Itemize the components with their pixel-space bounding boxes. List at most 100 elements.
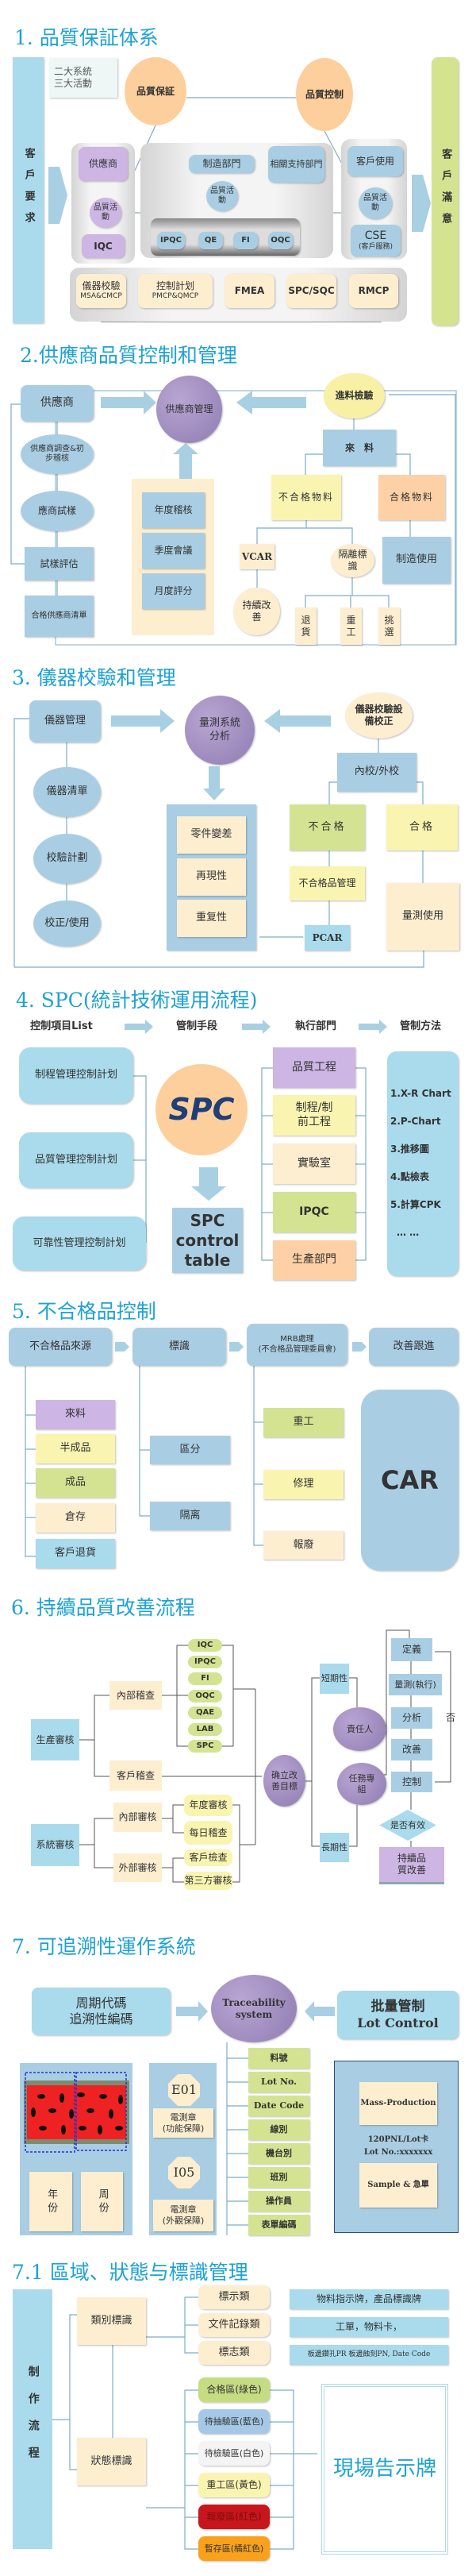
section-4-title: 4. SPC(統計技術運用流程) — [16, 989, 258, 1012]
qc-item: SPC — [188, 1740, 222, 1753]
oqc-box: OQC — [268, 232, 293, 249]
annual-audit-box: 年度稽核 — [142, 492, 205, 528]
tool-box: RMCP — [349, 274, 398, 308]
support-dept-box: 相關支持部門 — [268, 146, 324, 183]
i05-stamp: I05 — [168, 2157, 200, 2188]
qc-item: IPQC — [188, 1656, 222, 1668]
internal-check-box: 內部稽查 — [109, 1681, 162, 1710]
cycle-measure: 量測(執行) — [389, 1674, 442, 1695]
right-arrow-icon — [242, 1020, 271, 1034]
cse-label: CSE — [364, 229, 387, 242]
long-term-box: 長期性 — [320, 1833, 349, 1862]
dept-production: 生產部門 — [273, 1240, 355, 1280]
trace-field: 班別 — [248, 2167, 309, 2188]
ipqc-box: IPQC — [157, 232, 185, 249]
lot-control-title: 批量管制 — [370, 1998, 425, 2015]
section-3-title: 3. 儀器校驗和管理 — [12, 666, 176, 689]
left-arrow-icon — [236, 391, 306, 415]
trace-field: 線別 — [248, 2119, 309, 2140]
column-header: 控制項目List — [30, 1020, 93, 1032]
mark-type-description: 板邊鑽孔PR 板邊蝕刻PN, Date Code — [290, 2345, 448, 2365]
zone-temporary-orange: 暫存區(橘紅色) — [198, 2536, 270, 2561]
section-7-title: 7. 可追溯性運作系統 — [12, 1935, 196, 1958]
i05-description: 電測章 (外觀保障) — [153, 2200, 213, 2231]
up-arrow-icon — [173, 443, 198, 479]
vcar-box: VCAR — [240, 544, 274, 569]
tool-label: 儀器校驗 — [82, 280, 121, 292]
audit-item: 年度審核 — [184, 1795, 232, 1816]
customer-satisfaction-bar: 客戶滿意 — [432, 57, 459, 326]
right-chevron-icon — [115, 1342, 129, 1352]
mrb-scrap: 報廢 — [263, 1531, 344, 1560]
right-arrow-icon — [359, 1020, 387, 1034]
trace-field: Date Code — [248, 2096, 309, 2116]
trace-field: 機台別 — [248, 2143, 309, 2164]
manufacturing-use-box: 制造使用 — [382, 537, 451, 584]
conforming-material-box: 合格物料 — [378, 475, 445, 520]
mark-type: 標示類 — [198, 2285, 270, 2309]
right-arrow-icon — [176, 2001, 208, 2022]
fi-box: FI — [233, 232, 258, 249]
reliability-control-plan-box: 可靠性管理控制計划 — [13, 1217, 146, 1271]
spc-circle: SPC — [155, 1064, 248, 1155]
zone-rework-yellow: 重工區(黃色) — [198, 2473, 270, 2497]
e01-stamp: E01 — [168, 2074, 200, 2106]
cycle-analyze: 分析 — [391, 1707, 432, 1729]
quarterly-meeting-box: 季度會議 — [142, 533, 205, 569]
rework-box: 重工 — [340, 607, 362, 645]
manufacturing-dept-box: 制造部門 — [189, 155, 255, 173]
process-control-plan-box: 制程管理控制計划 — [19, 1047, 133, 1104]
trace-field: Lot No. — [248, 2072, 309, 2092]
method-item: 1.X-R Chart — [390, 1088, 451, 1099]
zone-qualified-green: 合格區(綠色) — [198, 2377, 270, 2402]
source-incoming: 來料 — [36, 1400, 115, 1429]
column-header: 執行部門 — [294, 1020, 336, 1032]
quality-activity-circle: 品質活動 — [359, 187, 392, 219]
right-chevron-icon — [412, 175, 431, 232]
section-5-title: 5. 不合格品控制 — [12, 1300, 156, 1323]
system-audit-box: 系統審核 — [31, 1824, 79, 1866]
trace-field: 表單編碼 — [248, 2215, 309, 2235]
zone-sampling-blue: 待抽驗區(藍色) — [198, 2409, 270, 2434]
method-item: 2.P-Chart — [390, 1116, 441, 1127]
year-box: 年份 — [29, 2172, 72, 2231]
audit-item: 每日稽查 — [184, 1821, 232, 1845]
internal-audit-box: 內部審核 — [113, 1803, 162, 1832]
source-semi-finished: 半成品 — [36, 1434, 115, 1463]
supplier-box: 供應商 — [21, 385, 94, 422]
source-customer-return: 客戶退貨 — [36, 1539, 115, 1568]
pass-box: 合格 — [386, 804, 458, 850]
tool-box: FMEA — [225, 274, 274, 308]
down-arrow-icon — [191, 1167, 226, 1201]
note-line: 二大系統 — [54, 66, 93, 77]
right-chevron-icon — [229, 1342, 244, 1352]
audit-item: 客戶檢查 — [184, 1849, 232, 1866]
tool-box: SPC/SQC — [286, 274, 336, 308]
nc-source-header: 不合格品來源 — [9, 1328, 112, 1366]
supplier-survey-ellipse: 供應商調查&初步稽核 — [21, 434, 94, 474]
source-warehouse: 倉存 — [36, 1503, 115, 1533]
calibration-plan-ellipse: 校驗計劃 — [33, 834, 101, 884]
qc-item: LAB — [188, 1723, 222, 1736]
repeatability-box: 重复性 — [177, 900, 246, 937]
customer-check-box: 客戶稽查 — [109, 1760, 162, 1791]
method-item: 3.推移圖 — [390, 1143, 429, 1155]
instrument-list-ellipse: 儀器清單 — [33, 767, 101, 817]
e01-description: 電測章 (功能保障) — [153, 2108, 213, 2138]
category-mark-box: 類別標識 — [77, 2297, 146, 2345]
cycle-control: 控制 — [391, 1772, 432, 1792]
car-box: CAR — [361, 1390, 459, 1571]
short-term-box: 短期性 — [320, 1664, 349, 1694]
calibrate-use-ellipse: 校正/使用 — [33, 900, 101, 947]
right-chevron-icon — [48, 167, 67, 224]
nonconforming-material-box: 不合格物料 — [271, 475, 341, 520]
mrb-repair: 修理 — [263, 1470, 344, 1499]
return-box: 退貨 — [295, 607, 317, 645]
pcar-box: PCAR — [305, 925, 350, 951]
dept-ipqc: IPQC — [273, 1192, 355, 1232]
cse-box: CSE(客戶服務) — [351, 225, 401, 256]
mark-isolate: 隔离 — [150, 1502, 230, 1530]
quality-activity-circle: 品質活動 — [90, 198, 121, 228]
dept-process-engineering: 制程/制前工程 — [273, 1095, 355, 1136]
